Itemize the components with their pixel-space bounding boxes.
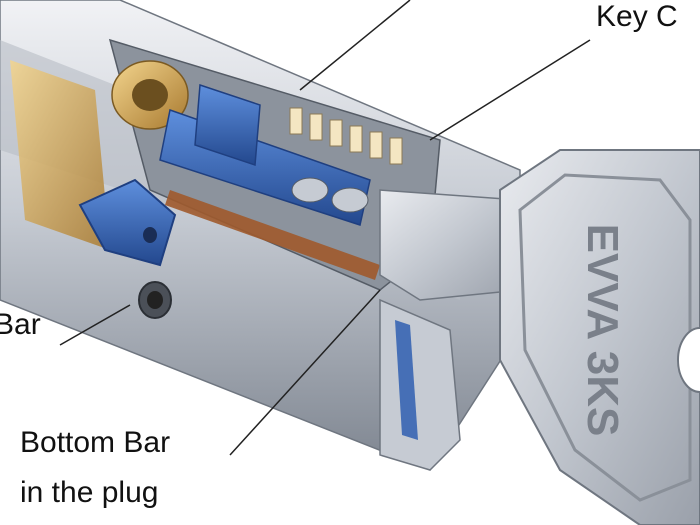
leader-line-key-c [429,39,591,141]
label-in-the-plug: in the plug [20,476,159,509]
key-engraving-text: EVVA 3KS [578,224,627,437]
leader-lines [59,0,591,456]
label-bar: Bar [0,308,41,341]
leader-line-bottom-bar [229,289,381,456]
leader-line-top [299,0,411,91]
plug-front [379,298,461,471]
label-bottom-bar: Bottom Bar [20,426,171,459]
leader-line-bar [59,304,131,346]
label-key-c: Key C [596,0,678,33]
cutaway-interior [108,38,441,291]
blue-cam [78,178,177,267]
key-engraving: EVVA 3KS [578,224,627,437]
key [379,149,700,525]
